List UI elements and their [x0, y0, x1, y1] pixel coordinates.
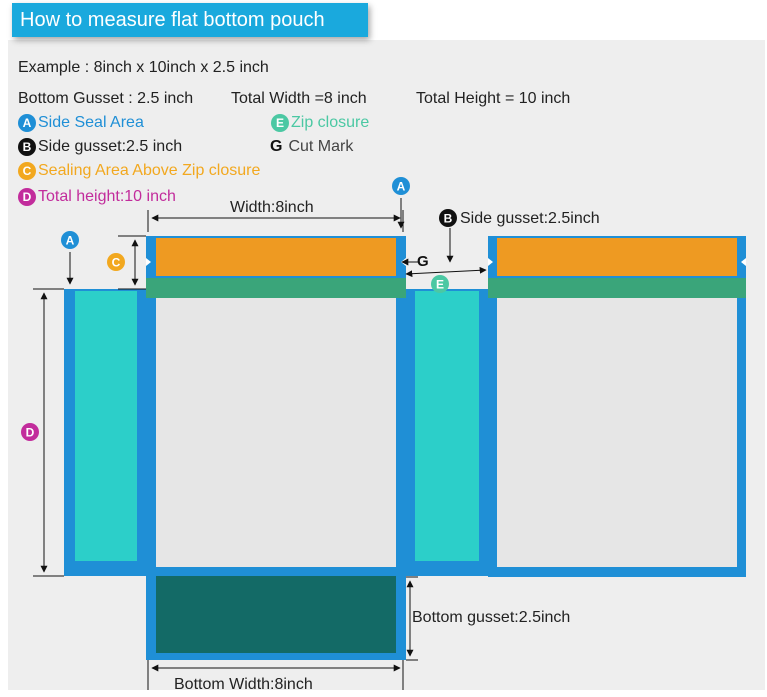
front-panel — [146, 236, 406, 577]
legend-b: B Side gusset:2.5 inch — [18, 137, 182, 157]
bottom-width-label: Bottom Width:8inch — [174, 676, 313, 693]
bottom-gusset — [146, 569, 406, 660]
svg-text:C: C — [112, 256, 121, 270]
svg-text:A: A — [66, 234, 75, 248]
c-dimension — [118, 235, 146, 290]
svg-text:E: E — [436, 278, 444, 292]
badge-b-diagram-icon: B — [439, 209, 457, 227]
badge-e-icon: E — [271, 114, 289, 132]
spec-bottom-gusset: Bottom Gusset : 2.5 inch — [18, 90, 194, 107]
badge-b-icon: B — [18, 138, 36, 156]
badge-a-icon: A — [18, 114, 36, 132]
badge-a-left-icon: A — [61, 231, 79, 249]
spec-total-width: Total Width =8 inch — [231, 90, 367, 107]
legend-c: C Sealing Area Above Zip closure — [18, 161, 260, 181]
left-side-gusset — [64, 289, 146, 576]
legend-d-label: Total height:10 inch — [38, 188, 176, 205]
svg-text:A: A — [397, 180, 406, 194]
badge-d-diagram-icon: D — [21, 423, 39, 441]
legend-b-label: Side gusset:2.5 inch — [38, 138, 183, 155]
back-zip-closure — [488, 278, 746, 298]
bottom-width-dimension — [147, 660, 404, 690]
legend-g-label: Cut Mark — [288, 138, 354, 155]
example-text: Example : 8inch x 10inch x 2.5 inch — [18, 59, 269, 76]
legend-g-letter: G — [270, 138, 283, 155]
front-zip-closure — [146, 278, 406, 298]
svg-text:B: B — [444, 212, 453, 226]
legend-g: G Cut Mark — [270, 137, 353, 157]
legend-c-label: Sealing Area Above Zip closure — [38, 162, 261, 179]
cut-mark-label: G — [417, 253, 429, 270]
legend-a-label: Side Seal Area — [38, 114, 144, 131]
side-gusset-label: Side gusset:2.5inch — [460, 210, 600, 227]
legend-d: D Total height:10 inch — [18, 187, 176, 207]
page-title: How to measure flat bottom pouch — [12, 3, 368, 37]
g-cut-mark — [401, 258, 487, 278]
width-label: Width:8inch — [230, 199, 314, 216]
right-side-gusset — [406, 289, 488, 576]
badge-e-diagram-icon: E — [431, 275, 449, 293]
bottom-gusset-label: Bottom gusset:2.5inch — [412, 609, 570, 626]
back-panel-body — [497, 298, 737, 567]
legend-a: A Side Seal Area — [18, 113, 144, 133]
badge-c-icon: C — [18, 162, 36, 180]
badge-c-diagram-icon: C — [107, 253, 125, 271]
legend-e: E Zip closure — [271, 113, 369, 133]
front-top-seal — [156, 238, 396, 276]
badge-a-top-icon: A — [392, 177, 410, 195]
d-dimension — [33, 288, 64, 577]
badge-d-icon: D — [18, 188, 36, 206]
svg-text:D: D — [26, 426, 35, 440]
back-panel — [488, 236, 746, 577]
spec-total-height: Total Height = 10 inch — [416, 90, 571, 107]
legend-e-label: Zip closure — [291, 114, 370, 131]
front-panel-body — [156, 298, 396, 567]
back-top-seal — [497, 238, 737, 276]
bottom-gusset-dimension — [406, 576, 418, 661]
